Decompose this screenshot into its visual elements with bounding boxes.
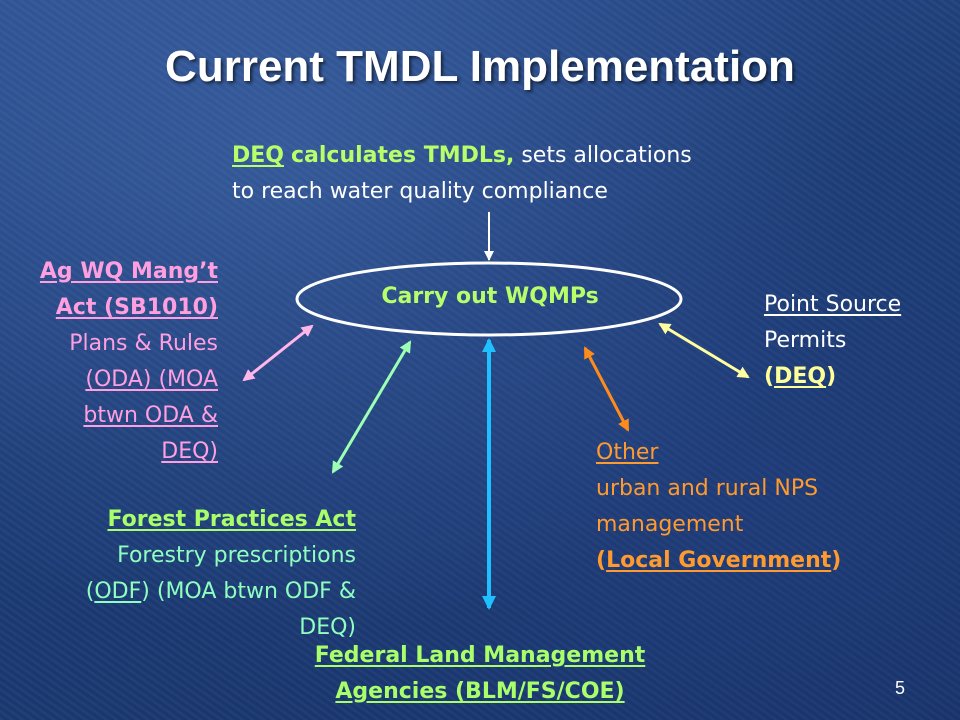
forest-line3-rest: (MOA btwn ODF & <box>149 579 356 604</box>
ag-line-6: DEQ) <box>161 439 218 464</box>
arrow-other-center <box>583 346 630 432</box>
deq-agency: DEQ <box>232 143 284 168</box>
other-line-4: (Local Government) <box>596 548 842 573</box>
forest-line-2: Forestry prescriptions <box>117 543 356 568</box>
ag-line-3: Plans & Rules <box>69 331 218 356</box>
page-number: 5 <box>894 678 905 698</box>
point-source-node: Point Source Permits (DEQ) <box>764 287 944 395</box>
ag-line-5: btwn ODA & <box>83 403 218 428</box>
forest-line-1: Forest Practices Act <box>107 507 356 532</box>
other-node: Other urban and rural NPS management (Lo… <box>596 435 896 579</box>
federal-line-1: Federal Land Management <box>314 643 646 668</box>
deq-line1-rest: sets allocations <box>521 143 692 168</box>
other-line-3: management <box>596 512 744 537</box>
slide-title: Current TMDL Implementation <box>165 42 795 91</box>
point-deq: DEQ <box>774 364 827 389</box>
ag-line-1: Ag WQ Mang’t <box>39 259 218 284</box>
forest-odf: ODF <box>94 579 142 604</box>
ag-line-4: (ODA) (MOA <box>85 367 218 392</box>
arrow-ag-center <box>242 324 314 382</box>
point-line-1: Point Source <box>764 292 902 317</box>
arrow-forest-center <box>331 340 412 474</box>
other-local-gov: Local Government <box>606 548 832 573</box>
forest-line-4: DEQ) <box>299 615 356 640</box>
ag-line-2: Act (SB1010) <box>55 295 218 320</box>
forest-node: Forest Practices Act Forestry prescripti… <box>40 502 356 646</box>
point-line-3: (DEQ) <box>764 364 837 389</box>
deq-line-2: to reach water quality compliance <box>232 179 608 204</box>
deq-node: DEQ calculates TMDLs, sets allocations t… <box>232 138 792 210</box>
center-label: Carry out WQMPs <box>381 284 599 309</box>
federal-node: Federal Land Management Agencies (BLM/FS… <box>280 638 680 710</box>
other-line-1: Other <box>596 440 659 465</box>
other-line-2: urban and rural NPS <box>596 476 819 501</box>
forest-line-3: (ODF) (MOA btwn ODF & <box>85 579 356 604</box>
arrow-point-center <box>658 322 750 379</box>
ag-node: Ag WQ Mang’t Act (SB1010) Plans & Rules … <box>20 254 218 470</box>
center-ellipse <box>295 261 683 337</box>
point-line-2: Permits <box>764 328 847 353</box>
deq-action: calculates TMDLs, <box>291 143 515 168</box>
deq-line-1: DEQ calculates TMDLs, sets allocations <box>232 138 792 174</box>
federal-line-2: Agencies (BLM/FS/COE) <box>335 679 625 704</box>
